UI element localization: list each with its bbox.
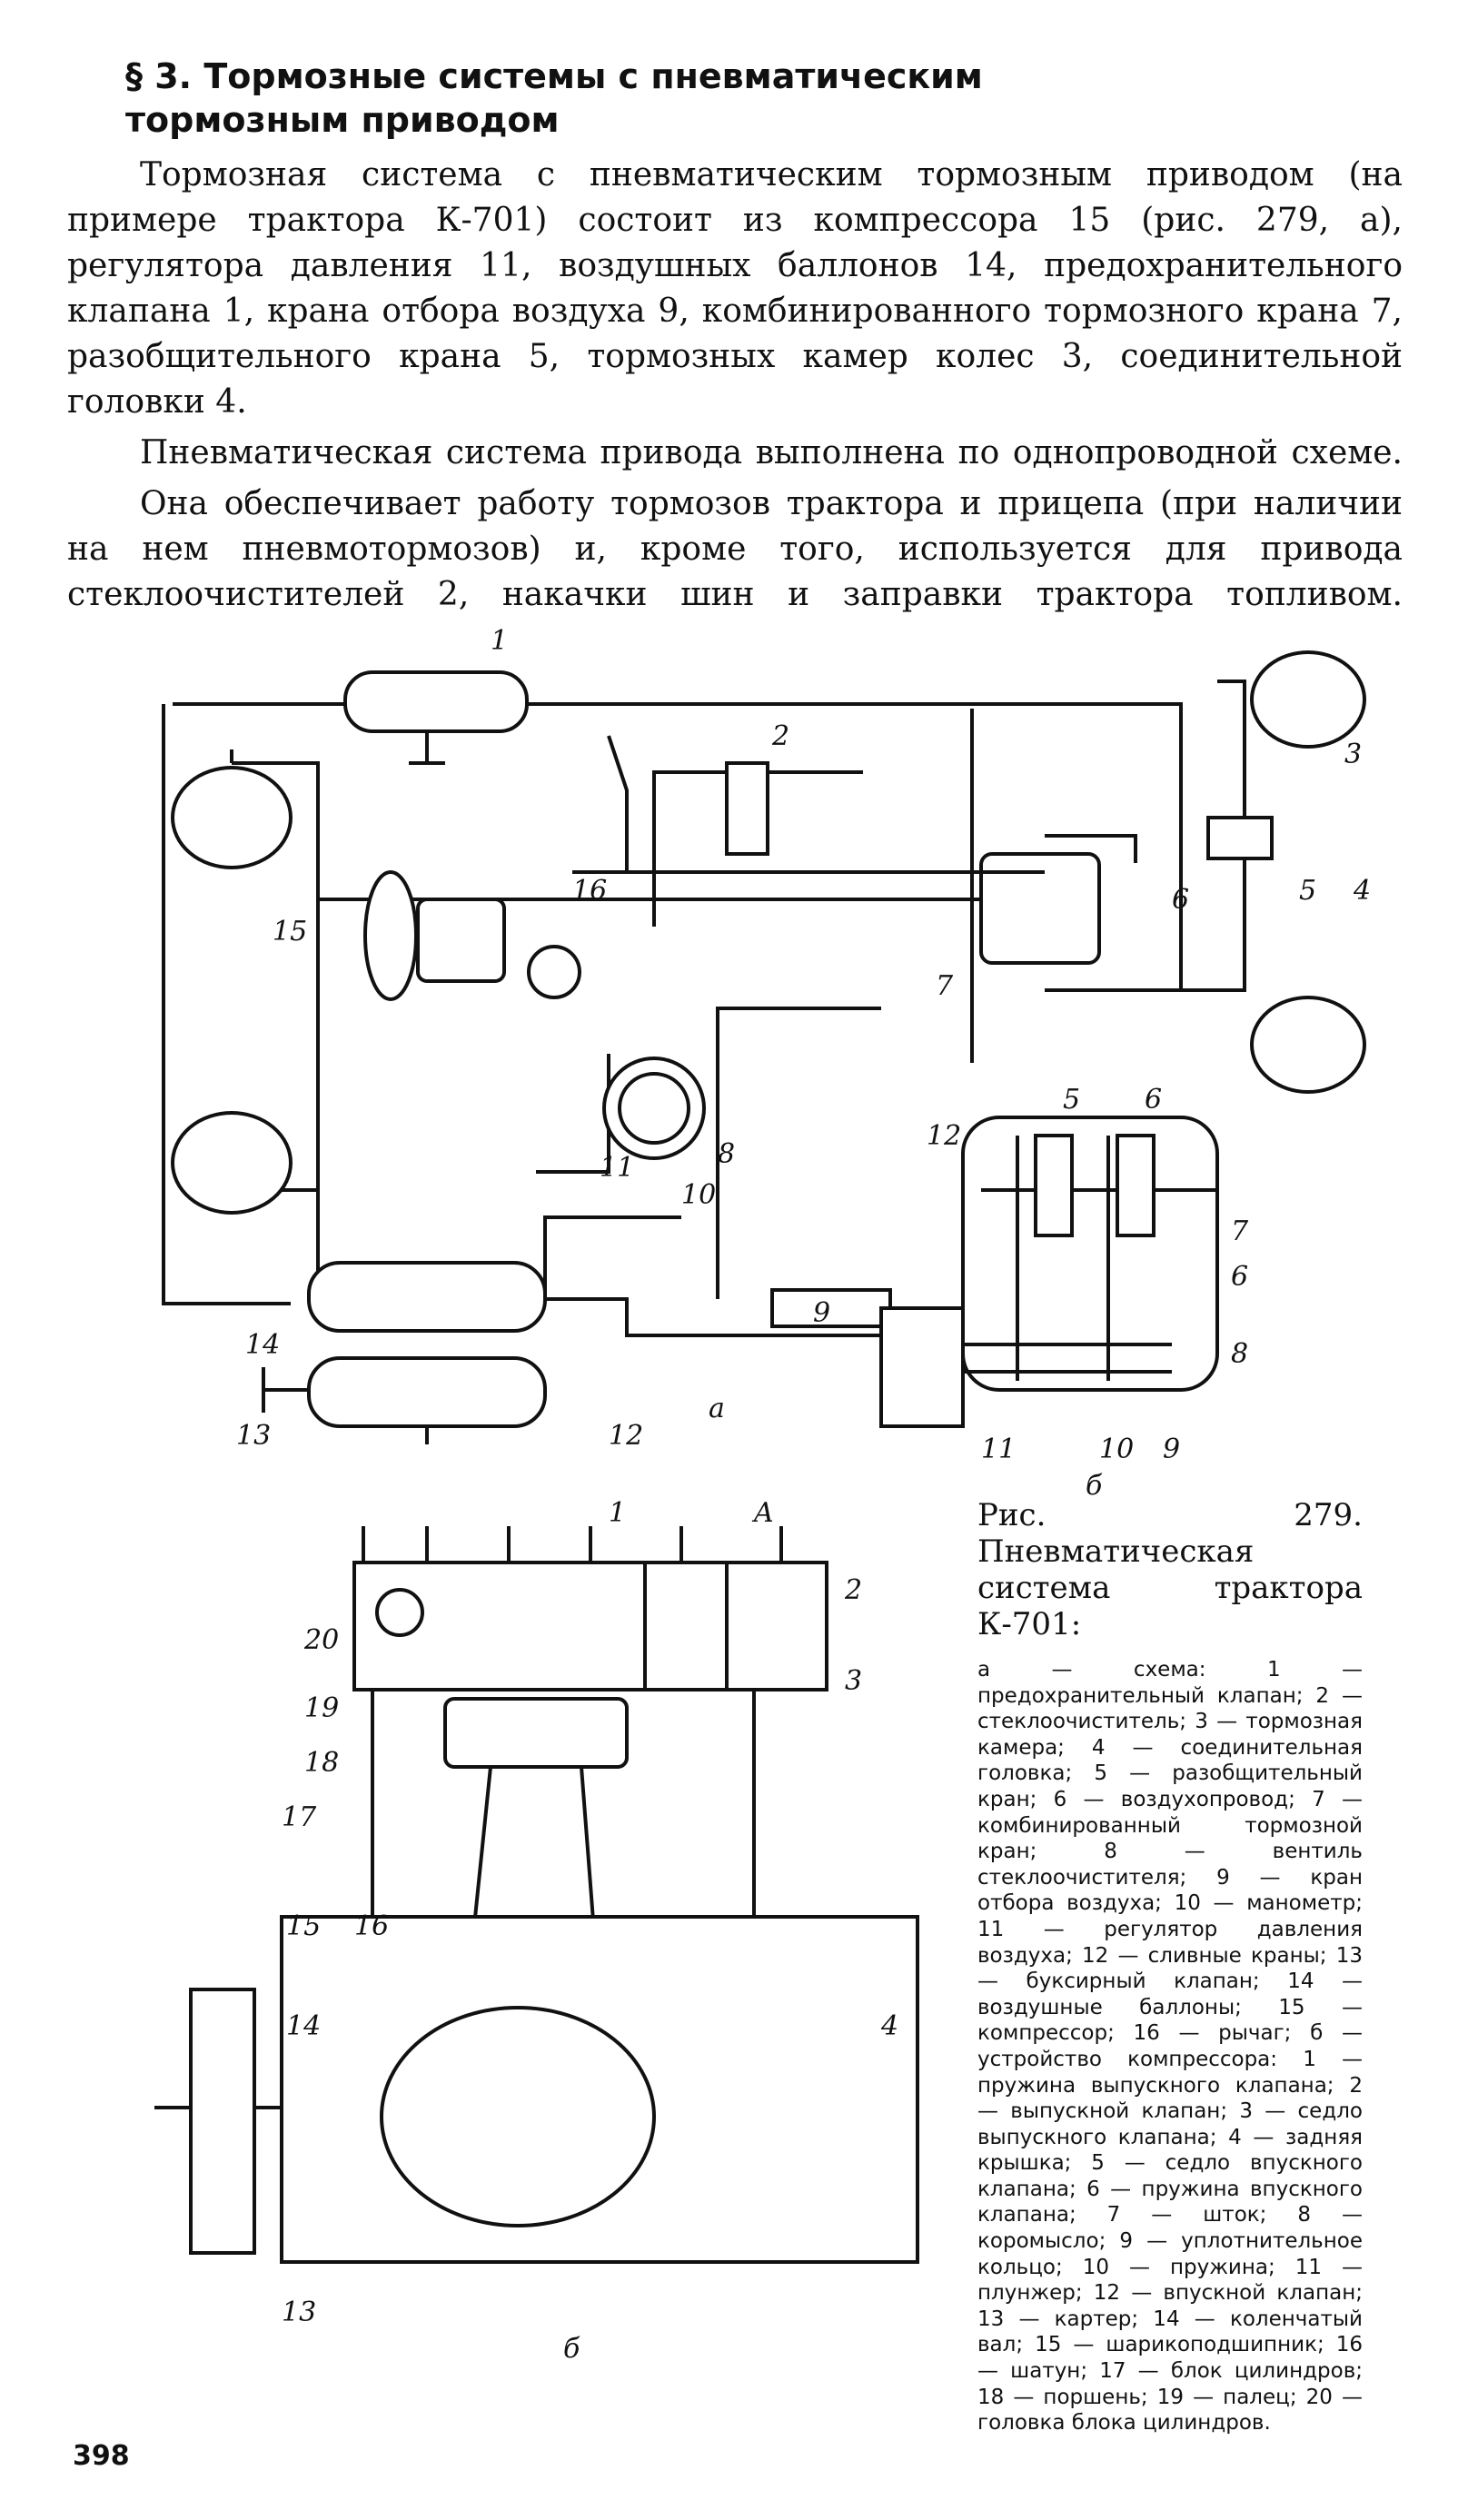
figure-b-small-label-10: 10 (1099, 1434, 1134, 1465)
figure-b-small-label-8: 8 (1231, 1338, 1248, 1370)
figure-b-large-label-19: 19 (304, 1692, 339, 1724)
figure-b-large-label-4: 4 (880, 2010, 898, 2042)
figure-b-large-part-label: б (563, 2333, 580, 2365)
figure-b-large-label-15: 15 (286, 1910, 321, 1942)
figure-b-large-label-A: A (751, 1497, 774, 1529)
figure-caption: Рис. 279. Пневматическая система трактор… (977, 1497, 1363, 2436)
figure-a-label-2: 2 (771, 720, 789, 752)
figure-a-label-14: 14 (245, 1329, 280, 1361)
figure-a-label-3: 3 (1344, 739, 1362, 770)
figure-b-large-label-2: 2 (844, 1574, 862, 1606)
figure-a-label-5: 5 (1299, 875, 1316, 907)
figure-b-small-part-label: б (1086, 1470, 1103, 1499)
figure-b-small-label-11: 11 (981, 1434, 1016, 1465)
figure-b-small-label-5: 5 (1063, 1084, 1080, 1116)
paragraph-2: Пневматическая система привода выполнена… (140, 434, 1403, 471)
figure-a-label-6: 6 (1172, 884, 1189, 916)
section-heading: § 3. Тормозные системы с пневматическим … (125, 55, 1306, 142)
figure-a-label-10: 10 (681, 1179, 716, 1211)
figure-b-large-label-17: 17 (282, 1801, 317, 1833)
figure-a-label-1: 1 (491, 627, 508, 657)
figure-a-label-7: 7 (936, 970, 954, 1002)
figure-a-label-15: 15 (273, 916, 307, 947)
figure-a-scheme: 1 2 3 4 5 6 7 8 9 10 11 12 13 14 15 16 а (136, 627, 1390, 1444)
heading-line-2: тормозным приводом (125, 100, 560, 140)
figure-b-large-label-16: 16 (354, 1910, 389, 1942)
figure-b-large-label-14: 14 (286, 2010, 321, 2042)
figure-b-small-label-9: 9 (1163, 1434, 1180, 1465)
caption-legend: а — схема: 1 — предохранительный клапан;… (977, 1658, 1363, 2436)
figure-b-large-label-20: 20 (303, 1624, 339, 1656)
figure-a-part-label: а (709, 1393, 725, 1424)
figure-b-valve-section: 5 6 12 7 6 8 11 10 9 б (872, 1081, 1254, 1499)
heading-line-1: § 3. Тормозные системы с пневматическим (125, 56, 983, 96)
figure-b-large-label-13: 13 (282, 2297, 316, 2328)
figure-b-large-label-3: 3 (845, 1665, 862, 1697)
figure-b-large-label-18: 18 (304, 1747, 339, 1779)
figure-a-label-16: 16 (572, 875, 607, 907)
figure-a-label-9: 9 (813, 1297, 830, 1329)
figure-a-label-4: 4 (1353, 875, 1371, 907)
figure-b-small-label-6a: 6 (1145, 1084, 1162, 1116)
figure-b-small-label-12: 12 (927, 1120, 961, 1152)
body-text: Тормозная система с пневматическим тормо… (67, 153, 1403, 618)
paragraph-3: Она обеспечивает работу тормозов трактор… (67, 485, 1403, 613)
figure-b-small-label-7: 7 (1231, 1215, 1249, 1247)
figure-a-label-13: 13 (236, 1420, 271, 1444)
figure-a-label-11: 11 (600, 1152, 634, 1184)
caption-title: Рис. 279. Пневматическая система трактор… (977, 1497, 1363, 1642)
figure-b-compressor-section: 1 A 2 3 20 19 18 17 16 15 14 13 4 б (100, 1490, 972, 2407)
figure-b-large-label-1: 1 (609, 1497, 626, 1529)
figure-b-small-label-6b: 6 (1231, 1261, 1248, 1293)
page-number: 398 (73, 2440, 130, 2472)
figure-a-label-8: 8 (718, 1138, 735, 1170)
paragraph-1: Тормозная система с пневматическим тормо… (67, 156, 1403, 421)
figure-a-label-12: 12 (609, 1420, 643, 1444)
